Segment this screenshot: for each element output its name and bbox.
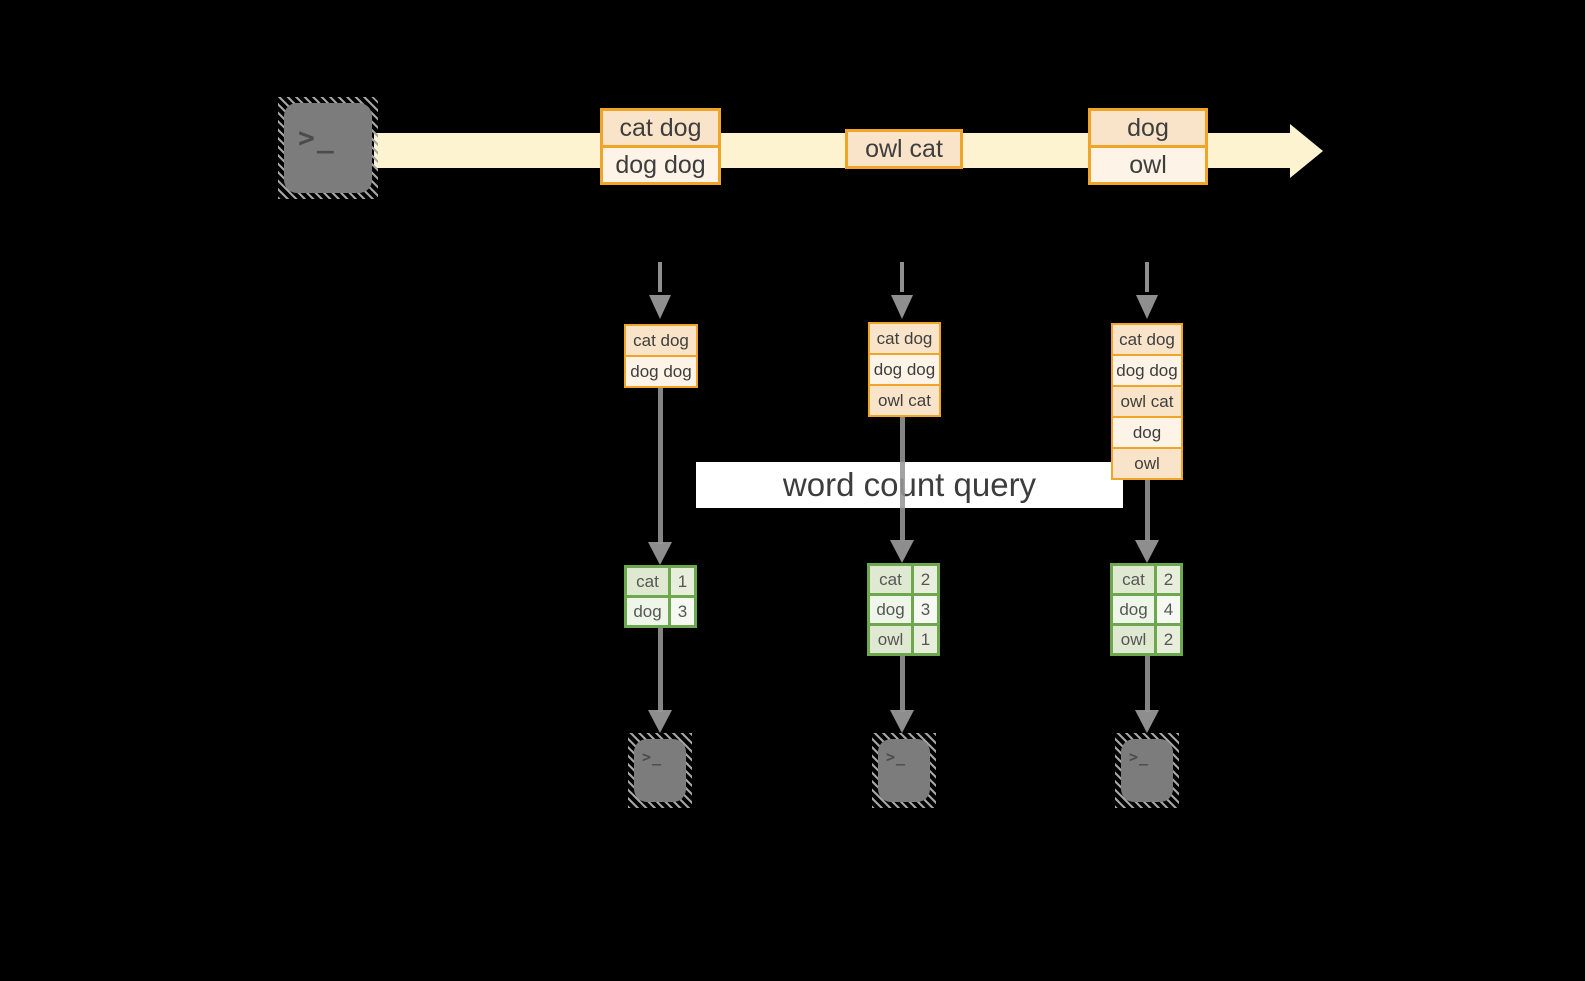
word-count-table: cat 2 dog 3 owl 1 (867, 563, 940, 656)
word-count-table: cat 2 dog 4 owl 2 (1110, 563, 1183, 656)
event-log-row: cat dog (868, 322, 941, 355)
dashed-arrow-head-icon (649, 295, 671, 319)
table-cell-count: 2 (914, 566, 937, 593)
table-cell-count: 3 (671, 598, 694, 625)
arrow-line (658, 388, 663, 544)
word-count-table: cat 1 dog 3 (624, 565, 697, 628)
dashed-arrow-line (900, 262, 904, 292)
terminal-prompt-glyph: >_ (642, 748, 663, 766)
table-cell-word: dog (1113, 596, 1154, 623)
arrow-head-icon (890, 710, 914, 733)
terminal-prompt-glyph: >_ (1129, 748, 1150, 766)
table-cell-word: owl (1113, 626, 1154, 653)
table-cell-count: 1 (671, 568, 694, 595)
table-cell-count: 2 (1157, 626, 1180, 653)
event-log-row: cat dog (624, 324, 698, 357)
event-log-row: cat dog (1111, 323, 1183, 356)
stream-event-box: dog dog (600, 145, 721, 185)
dashed-arrow-head-icon (891, 295, 913, 319)
consumer-terminal-icon: >_ (628, 733, 692, 808)
arrow-line (1145, 480, 1150, 541)
stream-arrow-head-icon (1290, 124, 1323, 178)
stream-event-box: owl (1088, 145, 1208, 185)
event-log-row: dog dog (868, 353, 941, 386)
arrow-line (900, 417, 905, 541)
terminal-prompt-glyph: >_ (886, 748, 907, 766)
event-log-row: dog dog (1111, 354, 1183, 387)
event-log-row: dog (1111, 416, 1183, 449)
terminal-screen: >_ (878, 739, 930, 802)
table-cell-count: 1 (914, 626, 937, 653)
event-log-row: dog dog (624, 355, 698, 388)
arrow-line (900, 656, 905, 712)
event-log-row: owl cat (868, 384, 941, 417)
stream-event-box: owl cat (845, 129, 963, 169)
stream-event-box: cat dog (600, 108, 721, 148)
consumer-terminal-icon: >_ (872, 733, 936, 808)
terminal-prompt-glyph: >_ (298, 121, 336, 154)
table-cell-word: dog (627, 598, 668, 625)
table-cell-count: 2 (1157, 566, 1180, 593)
table-cell-word: cat (1113, 566, 1154, 593)
arrow-head-icon (648, 710, 672, 733)
dashed-arrow-head-icon (1136, 295, 1158, 319)
dashed-arrow-line (658, 262, 662, 292)
terminal-screen: >_ (634, 739, 686, 802)
terminal-screen: >_ (284, 103, 372, 193)
query-banner: word count query (696, 462, 1123, 508)
table-cell-word: dog (870, 596, 911, 623)
terminal-screen: >_ (1121, 739, 1173, 802)
dashed-arrow-line (1145, 262, 1149, 292)
event-log-row: owl cat (1111, 385, 1183, 418)
table-cell-word: owl (870, 626, 911, 653)
table-cell-word: cat (627, 568, 668, 595)
table-cell-count: 4 (1157, 596, 1180, 623)
table-cell-count: 3 (914, 596, 937, 623)
table-cell-word: cat (870, 566, 911, 593)
arrow-line (1145, 656, 1150, 712)
arrow-head-icon (648, 542, 672, 565)
consumer-terminal-icon: >_ (1115, 733, 1179, 808)
producer-terminal-icon: >_ (278, 97, 378, 199)
arrow-line (658, 628, 663, 712)
arrow-head-icon (890, 540, 914, 563)
arrow-head-icon (1135, 540, 1159, 563)
arrow-head-icon (1135, 710, 1159, 733)
stream-event-box: dog (1088, 108, 1208, 148)
event-log-row: owl (1111, 447, 1183, 480)
